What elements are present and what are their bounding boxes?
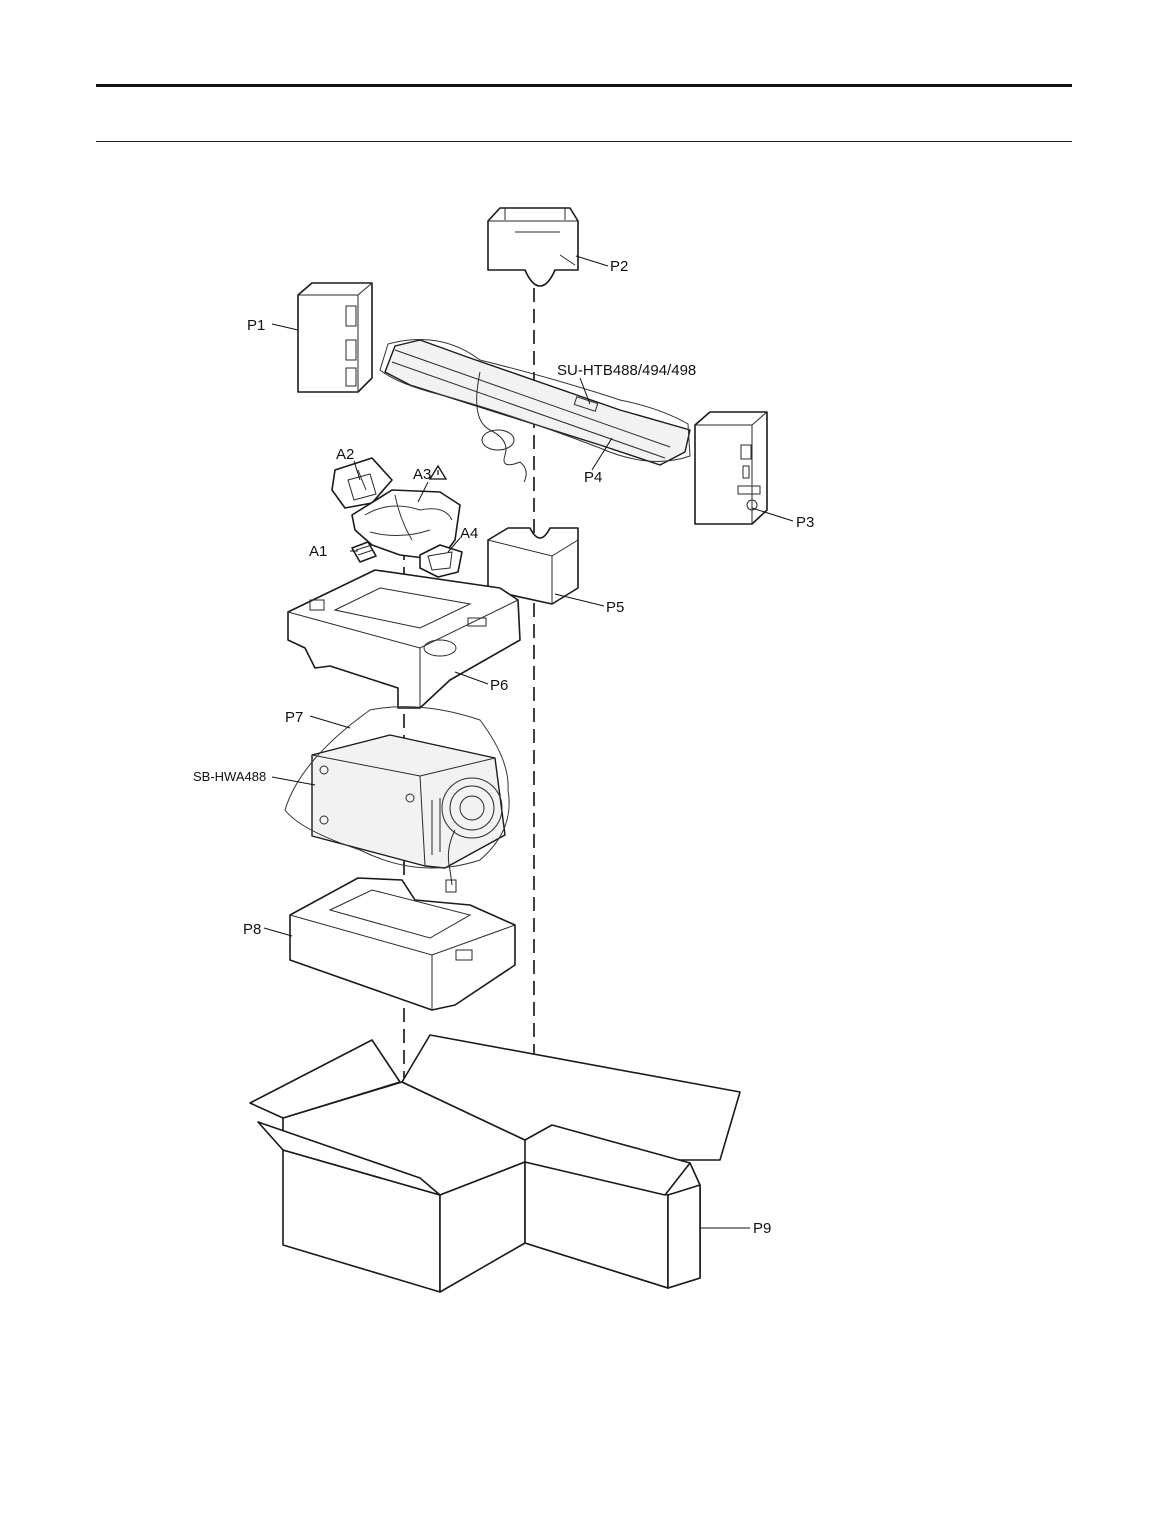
part-p3-end-foam (695, 412, 767, 524)
leader-p5 (555, 594, 604, 606)
leader-subwoofer-model (272, 777, 315, 785)
label-subwoofer-model: SB-HWA488 (193, 769, 266, 784)
label-p9: P9 (753, 1220, 771, 1237)
part-p4-soundbar (380, 340, 690, 482)
label-a1: A1 (309, 543, 327, 560)
part-p6-foam-tray (288, 570, 520, 708)
label-p8: P8 (243, 921, 261, 938)
part-p1-end-foam (298, 283, 372, 392)
part-p2-foam-cap (488, 208, 578, 286)
part-sb-hwa488-subwoofer (312, 735, 505, 892)
label-soundbar-model: SU-HTB488/494/498 (557, 362, 696, 379)
part-p8-foam-tray (290, 878, 515, 1010)
label-p2: P2 (610, 258, 628, 275)
label-p1: P1 (247, 317, 265, 334)
label-p6: P6 (490, 677, 508, 694)
label-p4: P4 (584, 469, 602, 486)
label-a3: A3 (413, 466, 431, 483)
leader-p7 (310, 716, 350, 728)
leader-p6 (455, 672, 488, 684)
label-p7: P7 (285, 709, 303, 726)
leader-p2 (576, 256, 608, 266)
label-a2: A2 (336, 446, 354, 463)
leader-p1 (272, 324, 298, 330)
part-p9-carton (250, 1035, 740, 1292)
label-p3: P3 (796, 514, 814, 531)
label-a4: A4 (460, 525, 478, 542)
leader-p8 (264, 928, 292, 936)
label-p5: P5 (606, 599, 624, 616)
warning-triangle-icon (430, 466, 446, 479)
